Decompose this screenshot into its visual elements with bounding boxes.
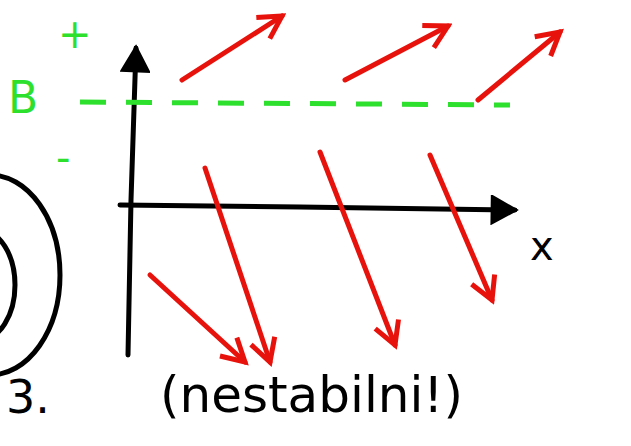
flow-arrows — [150, 16, 560, 362]
sign-minus: - — [56, 138, 70, 178]
note-text: (nestabilni!) — [160, 370, 463, 420]
threshold-line — [80, 102, 510, 105]
item-number: 3. — [6, 374, 50, 420]
threshold-label: B — [8, 76, 38, 120]
left-circle — [0, 175, 60, 375]
axes — [120, 48, 515, 355]
sign-plus: + — [58, 14, 92, 54]
axis-label: x — [530, 226, 554, 266]
